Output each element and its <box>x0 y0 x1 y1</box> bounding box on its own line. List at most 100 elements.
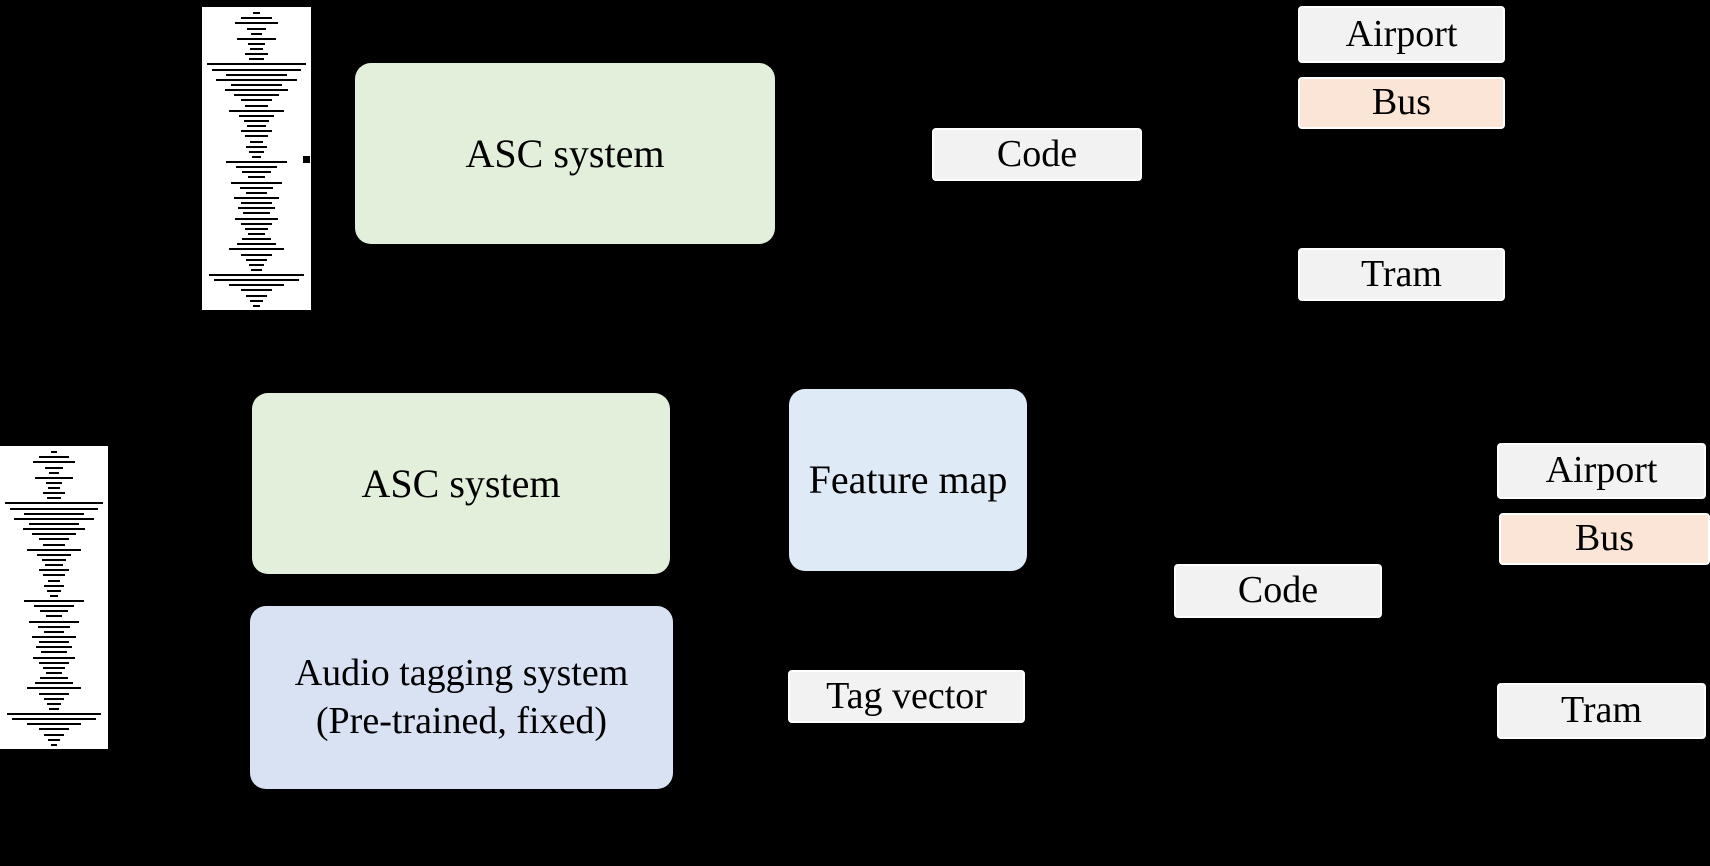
waveform-line <box>46 615 62 618</box>
waveform-line <box>41 651 67 654</box>
waveform-line <box>48 579 60 582</box>
waveform-line <box>241 130 272 133</box>
waveform-line <box>238 114 275 117</box>
waveform-line <box>247 27 266 30</box>
waveform-line <box>35 682 73 685</box>
waveform-line <box>47 497 61 500</box>
waveform-line <box>245 227 268 230</box>
waveform-line <box>11 718 97 721</box>
class-label-tram-top: Tram <box>1298 248 1505 301</box>
waveform-line <box>38 625 70 628</box>
waveform-line <box>26 723 82 726</box>
waveform-line <box>44 697 64 700</box>
waveform-line <box>233 94 280 97</box>
waveform-line <box>246 258 267 261</box>
waveform-line <box>243 212 270 215</box>
waveform-line <box>225 89 288 92</box>
waveform-line <box>39 456 69 459</box>
waveform-line <box>39 692 69 695</box>
arrow-fragment <box>303 156 310 163</box>
waveform-line <box>39 661 69 664</box>
waveform-line <box>24 512 84 515</box>
tram-label: Tram <box>1561 689 1642 732</box>
waveform-line <box>236 166 277 169</box>
waveform-line <box>226 161 287 164</box>
airport-label: Airport <box>1345 12 1458 55</box>
waveform-line <box>231 84 282 87</box>
waveform-line <box>228 248 285 251</box>
waveform-line <box>250 140 263 143</box>
waveform-line <box>39 569 69 572</box>
waveform-line <box>248 176 265 179</box>
waveform-line <box>46 671 62 674</box>
waveform-line <box>43 666 65 669</box>
waveform-line <box>242 171 271 174</box>
waveform-line <box>242 238 271 241</box>
class-label-bus-bottom: Bus <box>1499 513 1710 565</box>
waveform-line <box>250 299 263 302</box>
waveform-line <box>50 743 58 746</box>
asc-system-label: ASC system <box>361 460 561 506</box>
waveform-line <box>47 702 61 705</box>
waveform-line <box>39 728 69 731</box>
class-label-tram-bottom: Tram <box>1497 683 1706 739</box>
waveform-line <box>44 630 64 633</box>
waveform-line <box>51 451 57 454</box>
waveform-line <box>32 636 76 639</box>
waveform-line <box>39 641 69 644</box>
waveform-line <box>26 548 82 551</box>
code-box-bottom: Code <box>1174 564 1382 618</box>
waveform-line <box>40 610 68 613</box>
waveform-line <box>252 304 260 307</box>
waveform-line <box>228 284 285 287</box>
code-label: Code <box>996 132 1078 175</box>
asc-system-box-top: ASC system <box>355 63 775 244</box>
waveform-line <box>241 99 272 102</box>
waveform-line <box>207 63 306 66</box>
waveform-line <box>35 476 73 479</box>
audio-tagging-label-line2: (Pre-trained, fixed) <box>315 699 608 742</box>
waveform-line <box>31 533 77 536</box>
waveform-line <box>246 145 267 148</box>
waveform-line <box>237 243 276 246</box>
audio-tagging-system-box: Audio tagging system (Pre-trained, fixed… <box>250 606 673 789</box>
waveform-line <box>41 558 67 561</box>
waveform-line <box>245 135 268 138</box>
waveform-line <box>246 191 267 194</box>
waveform-line <box>241 253 272 256</box>
waveform-line <box>39 538 69 541</box>
waveform-line <box>251 268 262 271</box>
tag-vector-label: Tag vector <box>826 674 987 717</box>
waveform-line <box>235 22 278 25</box>
waveform-line <box>40 677 68 680</box>
waveform-line <box>24 600 84 603</box>
waveform-line <box>235 217 278 220</box>
asc-system-box-bottom: ASC system <box>252 393 670 574</box>
waveform-line <box>216 78 297 81</box>
waveform-line <box>45 466 63 469</box>
waveform-line <box>49 707 59 710</box>
waveform-line <box>237 37 276 40</box>
waveform-line <box>33 656 75 659</box>
waveform-line <box>246 294 267 297</box>
waveform-line <box>248 232 265 235</box>
waveform-line <box>36 553 72 556</box>
code-box-top: Code <box>932 128 1142 181</box>
waveform-line <box>234 197 279 200</box>
waveform-line <box>253 12 260 15</box>
tram-label: Tram <box>1361 252 1442 295</box>
tag-vector-box: Tag vector <box>788 670 1025 723</box>
waveform-line <box>245 104 268 107</box>
waveform-line <box>26 687 82 690</box>
feature-map-label: Feature map <box>808 457 1008 502</box>
audio-tagging-label-line1: Audio tagging system <box>294 652 629 694</box>
class-label-airport-bottom: Airport <box>1497 443 1706 499</box>
waveform-line <box>226 73 287 76</box>
waveform-line <box>245 53 268 56</box>
waveform-line <box>212 68 301 71</box>
waveform-line <box>44 733 64 736</box>
waveform-icon <box>0 446 108 749</box>
waveform-line <box>208 274 305 277</box>
waveform-line <box>228 109 285 112</box>
